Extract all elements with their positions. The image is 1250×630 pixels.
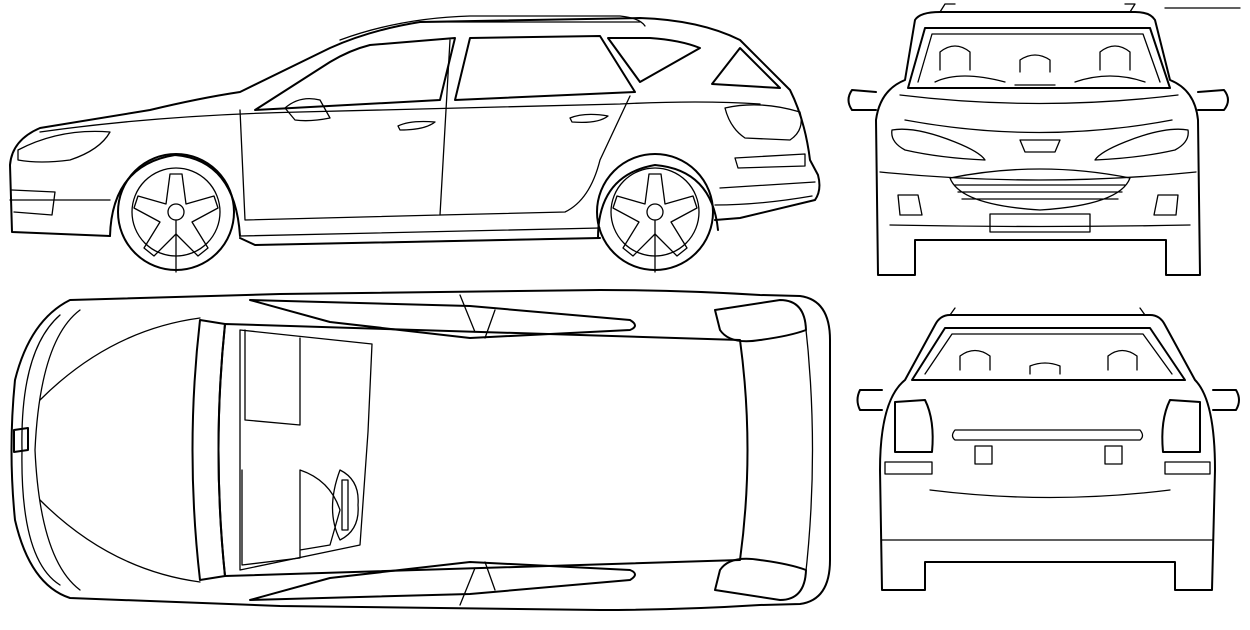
top-window-upper [249,299,636,339]
rear-window-inner [924,333,1173,375]
side-roof-rail [339,15,646,41]
top-steering-wheel [331,469,359,541]
side-taillight [724,104,802,141]
front-badge [1019,139,1061,153]
rear-mirror-right [1212,389,1240,411]
rear-taillight-left [894,399,934,453]
top-sunroof [239,329,373,571]
front-foglight-right [1153,194,1179,216]
rear-bumper [881,489,1213,541]
top-window-lower [249,561,636,601]
side-front-window [254,37,456,111]
side-sill [239,227,601,246]
front-bumper-line [879,171,1197,228]
side-rear-handle [569,113,609,124]
side-headlight [17,130,111,163]
front-roof-bars [939,3,1241,13]
front-mirror-right [1197,89,1229,111]
front-view [847,3,1241,276]
side-front-door [239,39,451,221]
side-front-wheel [117,153,235,273]
front-hood-line [899,94,1179,134]
top-rear-spoiler [714,299,807,601]
top-windshield [191,319,226,581]
top-window-lower-divider [459,561,496,606]
front-windshield-inner [917,33,1161,83]
side-front-handle [397,120,436,131]
side-view [9,15,821,273]
top-front-emblem [13,427,29,453]
front-body-outline [875,11,1201,276]
top-body-outline [10,289,831,611]
rear-mirror-left [856,389,883,411]
top-front-seats [241,329,341,566]
side-front-bumper [9,189,111,216]
front-grille [949,168,1131,211]
rear-headrests [959,349,1138,375]
rear-taillight-right [1161,399,1201,453]
rear-reflectors [884,461,1211,475]
side-quarter-window [607,37,701,83]
side-rear-bumper [714,181,816,206]
top-hood-crease-upper [39,317,201,401]
side-front-arch [109,154,241,237]
side-rear-arch [597,164,719,239]
side-rear-wheel [596,153,714,273]
rear-body-outline [879,314,1216,591]
side-rear-door [439,95,631,216]
top-roof [217,323,749,577]
front-headlight-left [891,128,986,161]
side-tail-window [711,47,781,89]
top-hood-outline [21,309,81,591]
top-hood-crease-lower [39,499,201,583]
side-rear-window [454,35,636,101]
rear-plate-lights [974,445,1123,465]
rear-view [856,307,1240,591]
front-windshield [907,27,1171,89]
top-rear-edge [804,319,814,581]
side-crease [39,101,761,133]
rear-window [911,327,1186,381]
front-headlight-right [1094,128,1189,161]
rear-roof-bars [949,307,1146,316]
front-plate [989,213,1091,233]
front-mirror-left [847,89,877,111]
top-view [10,289,831,611]
side-rear-reflector [734,153,806,169]
top-window-upper-divider [459,294,496,339]
rear-tailgate-handle [951,429,1144,441]
front-foglight-left [897,194,923,216]
side-mirror [284,97,331,122]
front-seats [929,45,1146,89]
